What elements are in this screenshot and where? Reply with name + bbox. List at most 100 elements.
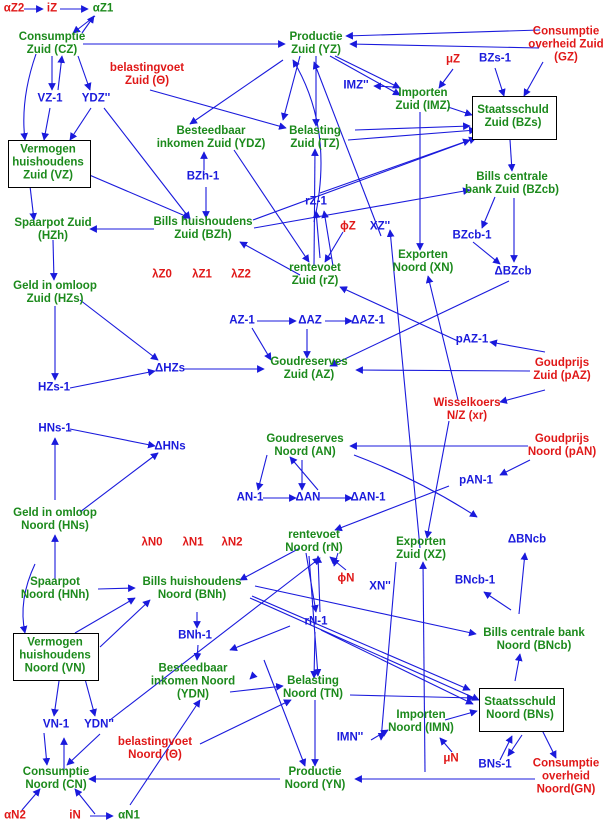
arrow-121 <box>21 788 41 811</box>
node-vz-lag-text: VZ-1 <box>37 92 63 105</box>
node-lambda-n2: λN2 <box>221 537 242 550</box>
node-bills-huishoudens-noord-text: Bills huishoudens <box>142 576 242 588</box>
node-imn-expect: IMN'' <box>337 732 364 745</box>
node-delta-az-lag-text: ΔAZ-1 <box>351 314 385 327</box>
arrow-41 <box>319 138 471 194</box>
arrow-64 <box>312 61 382 237</box>
node-delta-an-text: ΔAN <box>295 491 321 504</box>
node-delta-hns: ΔHNs <box>154 441 185 454</box>
arrow-103 <box>320 629 474 705</box>
node-vermogen-noord-text: huishoudens <box>19 649 91 662</box>
arrow-31 <box>49 239 58 281</box>
node-besteedbaar-zuid-text: Besteedbaar <box>176 125 246 137</box>
node-iz: iZ <box>47 3 57 16</box>
node-alpha-n1: αN1 <box>118 810 140 823</box>
node-imn-expect-text: IMN'' <box>336 731 364 744</box>
arrow-91 <box>97 584 136 593</box>
node-in: iN <box>69 810 81 823</box>
node-consumptie-overheid-noord-text: Consumptie <box>532 757 600 770</box>
node-lambda-z2-text: λZ2 <box>231 268 251 281</box>
arrow-14 <box>494 67 506 97</box>
node-vermogen-zuid-text: Zuid (VZ) <box>23 169 73 182</box>
node-delta-an-lag: ΔAN-1 <box>350 492 385 505</box>
arrow-94 <box>99 599 151 648</box>
node-productie-zuid-text: Zuid (YZ) <box>291 44 341 56</box>
node-delta-hns-text: ΔHNs <box>154 440 186 453</box>
node-an-lag-text: AN-1 <box>236 491 264 504</box>
node-phi-z-text: ϕZ <box>340 220 356 233</box>
node-delta-hzs-text: ΔHZs <box>155 362 185 375</box>
arrow-60 <box>499 389 546 404</box>
arrow-40 <box>253 187 471 229</box>
node-consumptie-overheid-zuid-text: (GZ) <box>554 51 578 64</box>
node-exporten-noord-text: Exporten <box>398 249 448 261</box>
arrow-78 <box>377 561 397 741</box>
arrow-55 <box>251 327 272 361</box>
arrow-98 <box>42 732 51 766</box>
arrow-81 <box>239 547 301 581</box>
arrow-43 <box>481 196 496 229</box>
node-bns-lag-text: BNs-1 <box>478 758 512 771</box>
node-exporten-zuid-text: Zuid (XZ) <box>396 549 446 561</box>
node-bills-cb-noord-text: Noord (BNcb) <box>496 640 572 652</box>
node-delta-an-lag-text: ΔAN-1 <box>350 491 386 504</box>
node-rentevoet-noord-text: Noord (rN) <box>285 542 343 554</box>
node-importen-noord-text: Importen <box>396 709 446 721</box>
node-rz-lag-text: rZ-1 <box>305 195 327 208</box>
node-goudreserves-noord-text: Noord (AN) <box>274 446 336 458</box>
node-wisselkoers-text: Wisselkoers <box>433 397 501 409</box>
node-mu-n: μN <box>443 753 458 766</box>
node-hns-lag: HNs-1 <box>38 423 71 436</box>
node-lambda-z0-text: λZ0 <box>152 268 172 281</box>
causal-arrows <box>19 5 557 820</box>
node-vermogen-zuid-text: Vermogen <box>20 143 76 156</box>
node-bills-cb-noord-text: Bills centrale bank <box>483 627 585 639</box>
node-az-lag-text: AZ-1 <box>229 314 255 327</box>
node-geld-omloop-zuid-text: Geld in omloop <box>13 280 97 292</box>
node-consumptie-noord-text: Noord (CN) <box>25 779 87 791</box>
node-xz-expect: XZ'' <box>370 221 390 234</box>
node-bills-cb-zuid-text: bank Zuid (BZcb) <box>465 184 559 196</box>
node-consumptie-zuid-text: Zuid (CZ) <box>26 44 78 56</box>
arrow-39 <box>252 136 477 221</box>
arrow-88 <box>254 585 477 637</box>
arrow-45 <box>472 241 501 265</box>
arrow-20 <box>20 53 37 141</box>
arrow-63 <box>386 229 421 549</box>
node-staatsschuld-noord-text: Noord (BNs) <box>486 709 554 721</box>
node-geld-omloop-noord-text: Noord (HNs) <box>21 520 89 532</box>
node-delta-az-lag: ΔAZ-1 <box>351 315 385 328</box>
arrow-35 <box>311 148 319 267</box>
arrow-110 <box>444 709 478 721</box>
node-goudreserves-zuid-text: Goudreserves <box>270 356 348 368</box>
arrow-38 <box>324 231 344 263</box>
node-mu-z: μZ <box>446 54 460 67</box>
arrow-87 <box>514 653 523 682</box>
node-alpha-n1-text: αN1 <box>118 809 140 822</box>
node-vn-lag-text: VN-1 <box>42 718 70 731</box>
node-ydz-expect: YDZ'' <box>82 93 110 106</box>
arrow-85 <box>518 552 529 615</box>
node-alpha-n2: αN2 <box>4 810 26 823</box>
node-lambda-n2-text: λN2 <box>221 536 243 549</box>
node-in-text: iN <box>69 809 81 822</box>
node-alpha-z2: αZ2 <box>4 3 25 16</box>
node-bzh-lag-text: BZh-1 <box>186 170 220 183</box>
arrow-46 <box>239 241 301 276</box>
node-belastingvoet-zuid-text: belastingvoet <box>109 62 185 74</box>
node-belasting-zuid-text: Zuid (TZ) <box>290 138 340 150</box>
node-spaarpot-zuid-text: Spaarpot Zuid <box>14 217 92 229</box>
